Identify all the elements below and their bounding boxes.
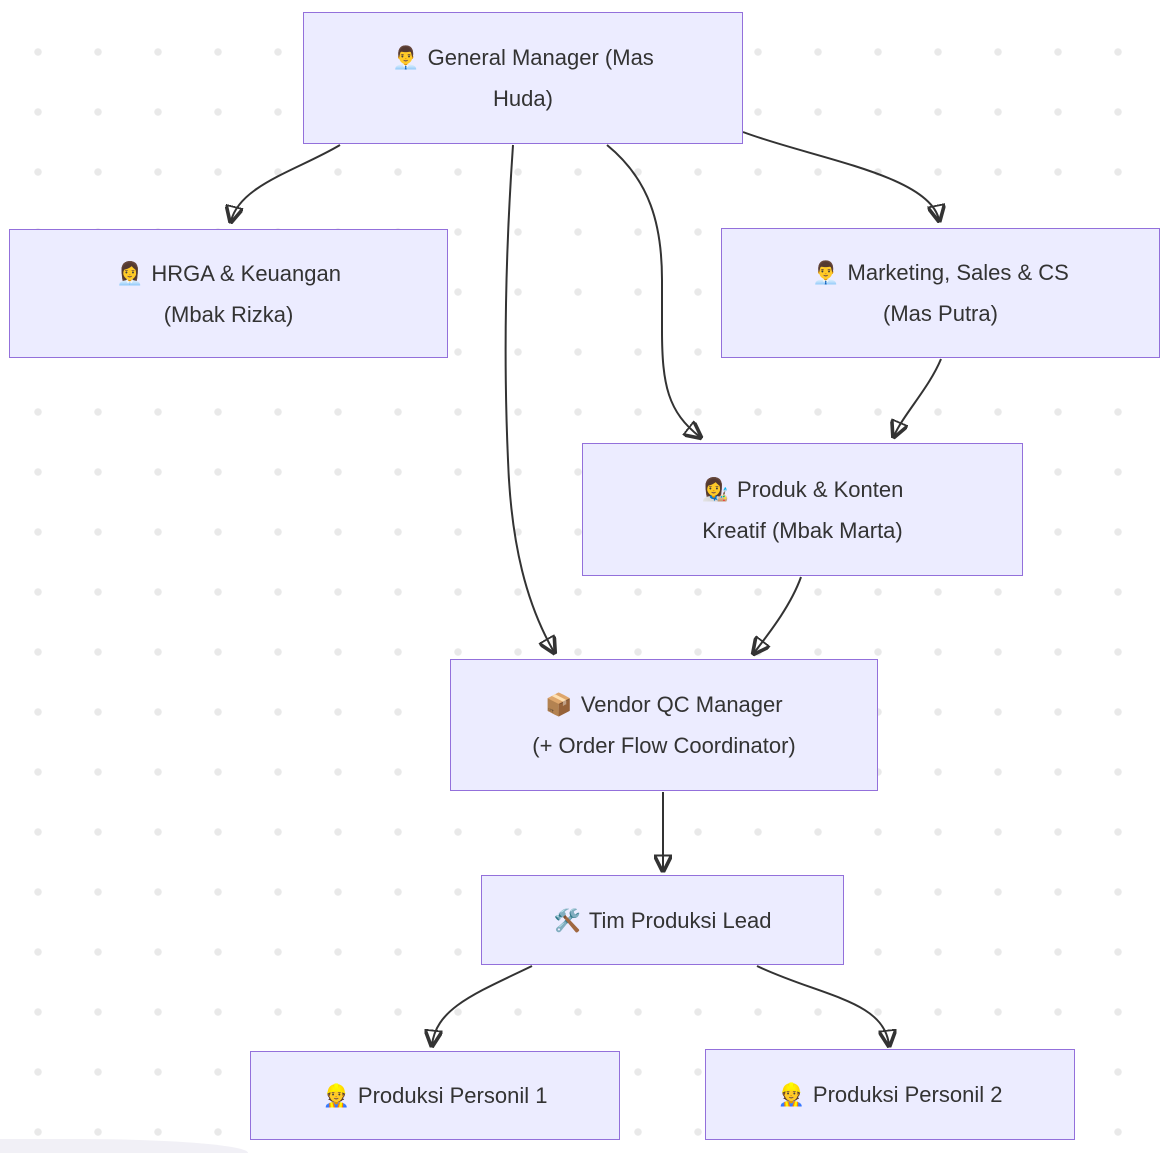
edge-tim-to-personil2 [756, 965, 889, 1045]
node-label-line: Produk & Konten [737, 476, 904, 502]
package-icon: 📦 [545, 692, 573, 717]
edge-marketing-to-produk [894, 358, 942, 436]
node-produksi-personil-1: 👷 Produksi Personil 1 [250, 1051, 620, 1140]
node-label-line: Tim Produksi Lead [588, 907, 772, 933]
node-general-manager: 👨‍💼 General Manager (Mas Huda) [303, 12, 743, 144]
edge-tim-to-personil1 [432, 965, 533, 1045]
bottom-left-panel-corner [0, 1139, 248, 1153]
edge-produk-to-vendor [754, 576, 802, 653]
node-label-line: General Manager (Mas [427, 45, 654, 70]
node-label-line: Huda) [493, 86, 553, 111]
node-label-line: Vendor QC Manager [580, 692, 783, 717]
edge-gm-to-vendor [504, 144, 554, 652]
man-office-worker-icon: 👨‍💼 [812, 260, 840, 285]
node-produksi-personil-2: 👷 Produksi Personil 2 [705, 1049, 1075, 1140]
node-vendor-qc-manager: 📦 Vendor QC Manager (+ Order Flow Coordin… [450, 659, 878, 791]
node-label-line: Produksi Personil 1 [357, 1083, 548, 1108]
node-tim-produksi-lead: 🛠️ Tim Produksi Lead [481, 875, 844, 965]
node-marketing-sales-cs: 👨‍💼 Marketing, Sales & CS (Mas Putra) [721, 228, 1160, 358]
node-label-line: Marketing, Sales & CS [847, 260, 1069, 285]
construction-worker-icon: 👷 [322, 1083, 350, 1108]
hammer-and-wrench-icon: 🛠️ [553, 907, 581, 933]
node-hrga-keuangan: 👩‍💼 HRGA & Keuangan (Mbak Rizka) [9, 229, 448, 358]
man-office-worker-icon: 👨‍💼 [392, 45, 420, 70]
edge-gm-to-marketing [742, 131, 939, 220]
node-label-line: HRGA & Keuangan [151, 260, 341, 286]
construction-worker-icon: 👷 [777, 1082, 805, 1107]
edge-gm-to-hrga [231, 144, 341, 221]
node-label-line: Produksi Personil 2 [812, 1082, 1003, 1107]
node-label-line: (+ Order Flow Coordinator) [532, 733, 796, 758]
node-label-line: Kreatif (Mbak Marta) [702, 517, 903, 543]
node-label-line: (Mas Putra) [883, 301, 998, 326]
woman-office-worker-icon: 👩‍💼 [116, 260, 144, 286]
edge-gm-to-produk [606, 144, 700, 437]
woman-artist-icon: 👩‍🎨 [701, 476, 730, 502]
node-label-line: (Mbak Rizka) [163, 301, 294, 327]
node-produk-konten-kreatif: 👩‍🎨 Produk & Konten Kreatif (Mbak Marta) [582, 443, 1023, 576]
